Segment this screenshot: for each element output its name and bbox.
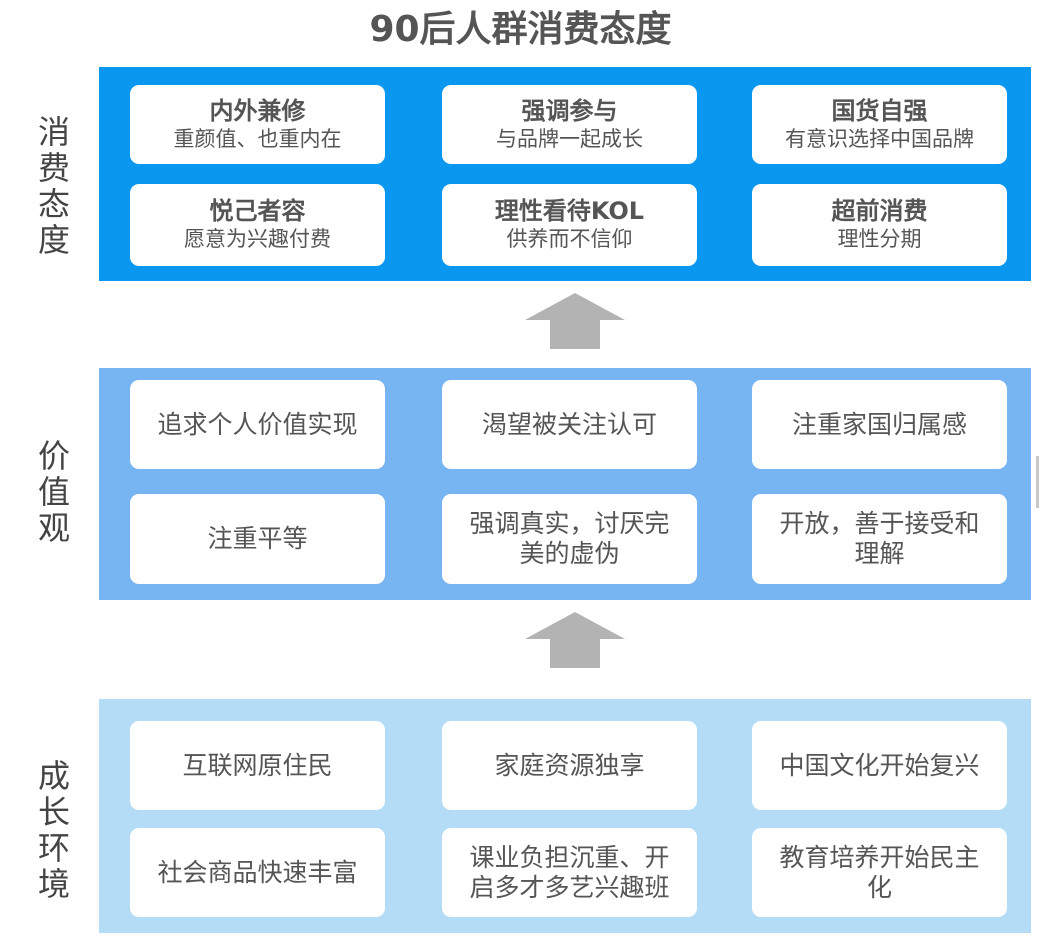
environment-card-5: 课业负担沉重、开启多才多艺兴趣班: [442, 828, 697, 917]
card-title: 国货自强: [831, 96, 928, 125]
card-text: 互联网原住民: [182, 750, 333, 780]
environment-band: 互联网原住民 家庭资源独享 中国文化开始复兴 社会商品快速丰富 课业负担沉重、开…: [99, 699, 1031, 933]
environment-card-2: 家庭资源独享: [442, 721, 697, 810]
values-card-6: 开放，善于接受和理解: [752, 494, 1007, 584]
card-text: 渴望被关注认可: [481, 409, 657, 439]
card-text: 中国文化开始复兴: [779, 750, 980, 780]
card-text: 课业负担沉重、开启多才多艺兴趣班: [469, 842, 670, 902]
up-arrow-icon: [525, 612, 625, 668]
values-card-5: 强调真实，讨厌完美的虚伪: [442, 494, 697, 584]
card-text: 社会商品快速丰富: [157, 857, 358, 887]
layer-label-values: 价值观: [37, 437, 70, 547]
attitude-card-3: 国货自强 有意识选择中国品牌: [752, 85, 1007, 164]
card-subtitle: 重颜值、也重内在: [173, 126, 342, 151]
card-subtitle: 与品牌一起成长: [496, 126, 643, 151]
card-text: 注重平等: [207, 524, 308, 553]
card-title: 强调参与: [521, 96, 618, 125]
card-title: 悦己者容: [209, 197, 306, 225]
values-card-3: 注重家国归属感: [752, 380, 1007, 469]
card-text: 教育培养开始民主化: [779, 842, 980, 902]
card-text: 追求个人价值实现: [157, 409, 358, 439]
card-text: 强调真实，讨厌完美的虚伪: [469, 509, 670, 568]
environment-card-4: 社会商品快速丰富: [130, 828, 385, 917]
values-card-1: 追求个人价值实现: [130, 380, 385, 469]
values-card-2: 渴望被关注认可: [442, 380, 697, 469]
card-subtitle: 理性分期: [837, 227, 922, 251]
values-card-4: 注重平等: [130, 494, 385, 584]
card-subtitle: 供养而不信仰: [506, 227, 633, 251]
values-band: 追求个人价值实现 渴望被关注认可 注重家国归属感 注重平等 强调真实，讨厌完美的…: [99, 368, 1031, 600]
environment-card-3: 中国文化开始复兴: [752, 721, 1007, 810]
environment-card-1: 互联网原住民: [130, 721, 385, 810]
attitude-band: 内外兼修 重颜值、也重内在 强调参与 与品牌一起成长 国货自强 有意识选择中国品…: [99, 67, 1031, 281]
card-subtitle: 有意识选择中国品牌: [785, 126, 974, 151]
environment-card-6: 教育培养开始民主化: [752, 828, 1007, 917]
card-subtitle: 愿意为兴趣付费: [184, 227, 331, 251]
up-arrow-icon: [525, 293, 625, 349]
layer-label-attitude: 消费态度: [37, 113, 70, 259]
diagram-title: 90后人群消费态度: [369, 9, 672, 50]
edge-divider: [1036, 456, 1039, 508]
attitude-card-2: 强调参与 与品牌一起成长: [442, 85, 697, 164]
attitude-card-1: 内外兼修 重颜值、也重内在: [130, 85, 385, 164]
card-title: 理性看待KOL: [494, 197, 645, 225]
attitude-card-5: 理性看待KOL 供养而不信仰: [442, 184, 697, 266]
attitude-card-4: 悦己者容 愿意为兴趣付费: [130, 184, 385, 266]
card-text: 注重家国归属感: [791, 409, 967, 439]
attitude-card-6: 超前消费 理性分期: [752, 184, 1007, 266]
card-text: 开放，善于接受和理解: [779, 509, 980, 568]
card-title: 超前消费: [831, 197, 928, 225]
card-title: 内外兼修: [209, 96, 306, 125]
layer-label-environment: 成长环境: [37, 757, 70, 903]
card-text: 家庭资源独享: [494, 750, 645, 780]
